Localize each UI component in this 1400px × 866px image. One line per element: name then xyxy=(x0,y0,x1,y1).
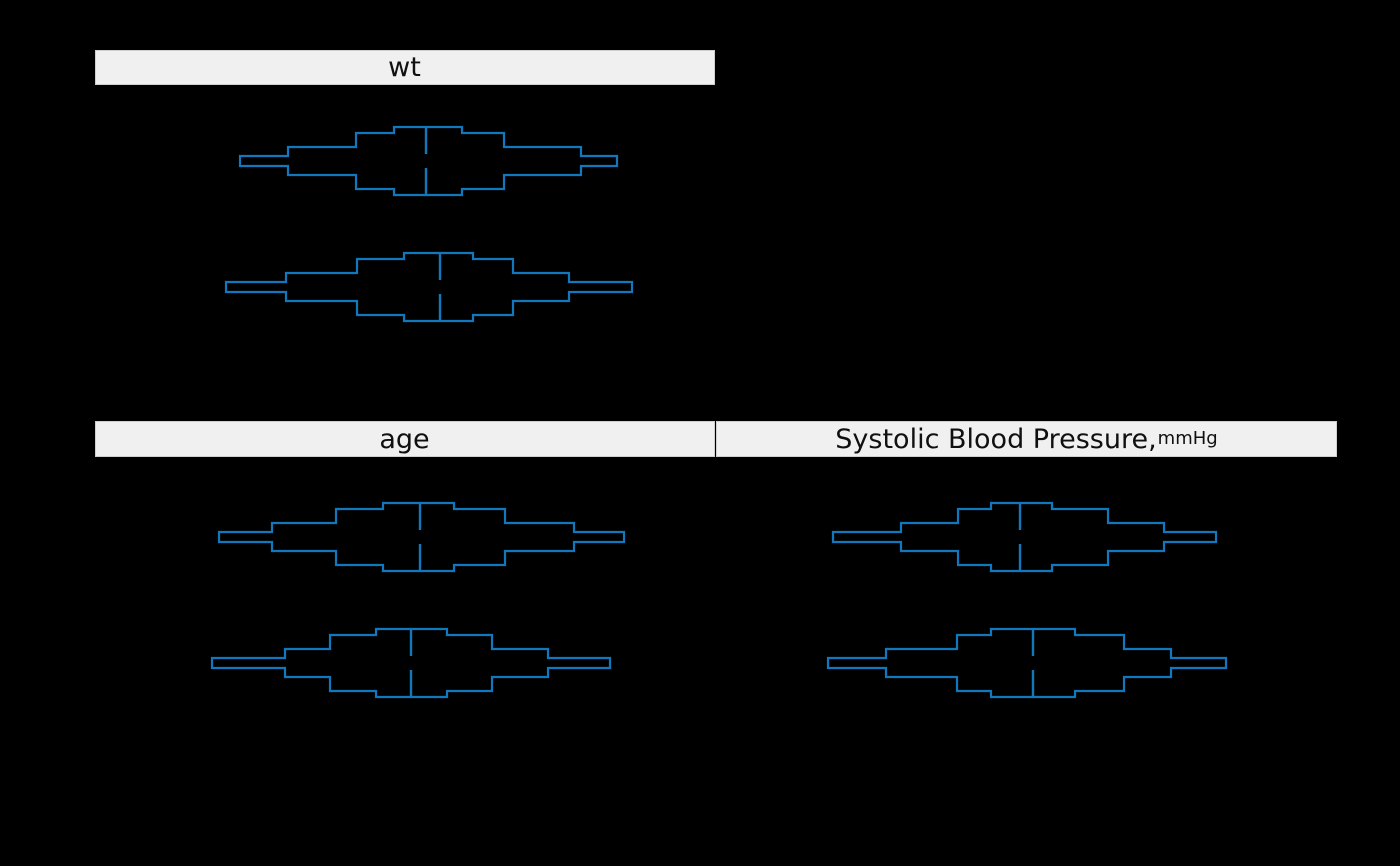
facet-strip-wt: wt xyxy=(95,50,715,85)
facet-strip-label-age: age xyxy=(379,423,430,455)
facet-plot-sbp xyxy=(716,467,1337,797)
lvplot-svg xyxy=(826,501,1228,699)
facet-strip-sbp: Systolic Blood Pressure, mmHg xyxy=(716,421,1337,457)
facet-strip-label-sbp: Systolic Blood Pressure, xyxy=(835,423,1157,455)
lvplot-box-outline xyxy=(238,125,619,197)
lvplot-box-outline xyxy=(217,501,626,573)
lvplot-box-outline xyxy=(210,627,612,699)
facet-strip-sublabel-sbp: mmHg xyxy=(1157,428,1218,449)
facet-plot-age xyxy=(95,467,715,797)
lvplot-box-outline xyxy=(831,501,1218,573)
lvplot-box-outline xyxy=(224,251,634,323)
facet-strip-label-wt: wt xyxy=(388,52,421,83)
lvplot-box-outline xyxy=(826,627,1228,699)
lvplot-svg xyxy=(224,125,634,323)
facet-strip-age: age xyxy=(95,421,715,457)
lvplot-svg xyxy=(210,501,626,699)
facet-plot-wt xyxy=(95,95,715,405)
